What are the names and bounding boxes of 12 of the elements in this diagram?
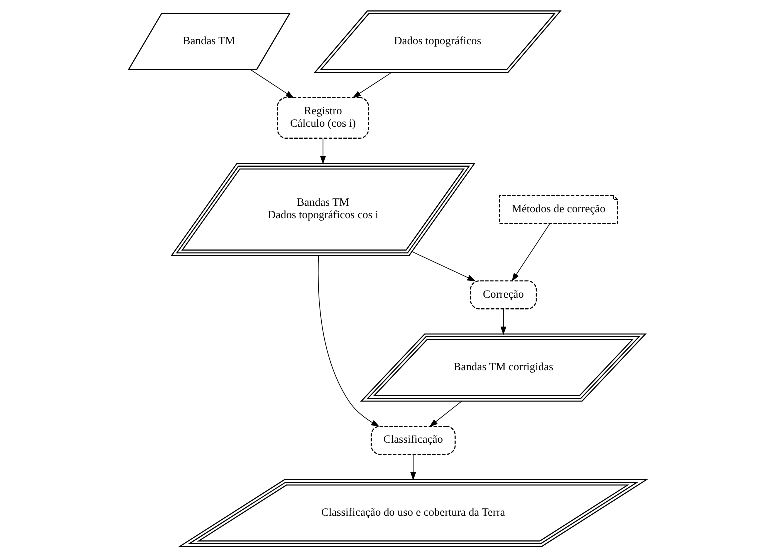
- arrow: [320, 138, 326, 165]
- node-box: Correção: [470, 280, 538, 310]
- arrow: [352, 72, 392, 98]
- arrow: [412, 252, 476, 282]
- arrow: [430, 401, 462, 428]
- node-box: Registro Cálculo (cos i): [277, 97, 370, 139]
- arrow: [512, 223, 550, 282]
- arrow: [410, 454, 416, 481]
- arrow: [500, 308, 507, 336]
- arrow: [318, 256, 380, 427]
- node-box: Classificação: [370, 426, 456, 456]
- arrow: [250, 70, 294, 98]
